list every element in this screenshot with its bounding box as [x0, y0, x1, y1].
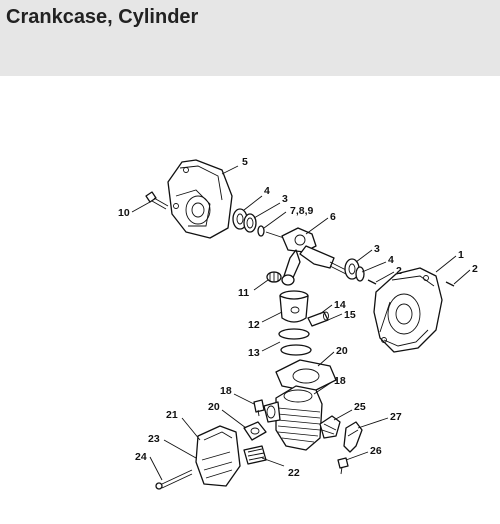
spark-arrestor-part [243, 445, 267, 465]
crankcase-right-part [373, 267, 443, 353]
callout-24: 24 [135, 451, 147, 463]
leader-22 [261, 457, 285, 467]
leader-18 [233, 393, 255, 405]
callout-5: 5 [242, 156, 248, 168]
leader-10 [131, 201, 151, 213]
leader-789 [263, 211, 287, 229]
leader-26 [345, 451, 369, 461]
callout-20: 20 [208, 401, 220, 413]
leader-6 [305, 217, 329, 235]
callout-1: 1 [458, 249, 464, 261]
leader-2b [453, 269, 471, 285]
muffler-part [195, 425, 241, 487]
leader-4b [361, 261, 387, 273]
callout-15: 15 [344, 309, 356, 321]
screw-10-part [145, 191, 169, 210]
crankshaft-part [265, 227, 347, 286]
leader-3a [253, 202, 281, 219]
leader-21 [181, 417, 201, 441]
callout-3a: 3 [282, 193, 288, 205]
callout-23: 23 [148, 433, 160, 445]
bearing-upper-part [232, 208, 265, 237]
callout-labels: 5 10 4 3 7,8,9 6 3 4 2 1 2 11 12 14 15 1… [118, 156, 478, 479]
callout-21: 21 [166, 409, 178, 421]
cylinder-gasket-part [275, 359, 337, 393]
leader-23 [163, 439, 197, 459]
callout-17: 20 [336, 345, 348, 357]
callout-12: 12 [248, 319, 260, 331]
leader-2a [375, 271, 395, 283]
leader-1 [435, 255, 457, 273]
leader-15 [327, 313, 343, 321]
piston-rings-part [278, 328, 312, 356]
bearing-lower-part [344, 258, 365, 282]
leader-16 [313, 381, 333, 395]
callout-14: 14 [334, 299, 346, 311]
exploded-parts-diagram: 5 10 4 3 7,8,9 6 3 4 2 1 2 11 12 14 15 1… [118, 156, 478, 490]
callout-18: 18 [220, 385, 232, 397]
callout-16: 18 [334, 375, 346, 387]
callout-789: 7,8,9 [290, 205, 314, 217]
leader-12 [261, 311, 283, 323]
callout-2b: 2 [472, 263, 478, 275]
leader-5 [221, 165, 239, 175]
leader-27 [357, 417, 389, 429]
page-title: Crankcase, Cylinder [6, 6, 199, 28]
header-bar: Crankcase, Cylinder [0, 0, 500, 76]
leader-14 [319, 304, 333, 315]
needle-cage-part [266, 271, 282, 283]
leader-3b [355, 249, 373, 263]
leader-25 [333, 409, 353, 421]
leader-4a [243, 195, 263, 211]
callout-4a: 4 [264, 185, 270, 197]
nut-26-part [337, 457, 349, 475]
decompression-valve-part [319, 415, 341, 439]
screw-24-part [155, 469, 193, 490]
callout-10: 10 [118, 207, 130, 219]
crankcase-left-part [167, 159, 233, 239]
callout-4b: 4 [388, 254, 394, 266]
piston-pin-part [307, 311, 329, 327]
muffler-gasket-part [243, 421, 267, 441]
callout-22: 22 [288, 467, 300, 479]
leader-lines [131, 165, 471, 481]
callout-25: 25 [354, 401, 366, 413]
callout-13: 13 [248, 347, 260, 359]
leader-24 [149, 456, 163, 481]
piston-part [279, 290, 309, 323]
leader-11 [253, 279, 269, 291]
callout-27: 27 [390, 411, 402, 423]
leader-13 [261, 341, 281, 352]
callout-3b: 3 [374, 243, 380, 255]
dowel-pin-part [367, 279, 455, 287]
cylinder-part [263, 385, 323, 451]
leader-20 [221, 409, 247, 429]
screw-18-part [253, 399, 265, 417]
callout-26: 26 [370, 445, 382, 457]
callout-11: 11 [238, 287, 249, 299]
spark-plug-part [343, 421, 363, 453]
callout-2a: 2 [396, 265, 402, 277]
callout-6: 6 [330, 211, 336, 223]
leader-17 [317, 351, 335, 367]
